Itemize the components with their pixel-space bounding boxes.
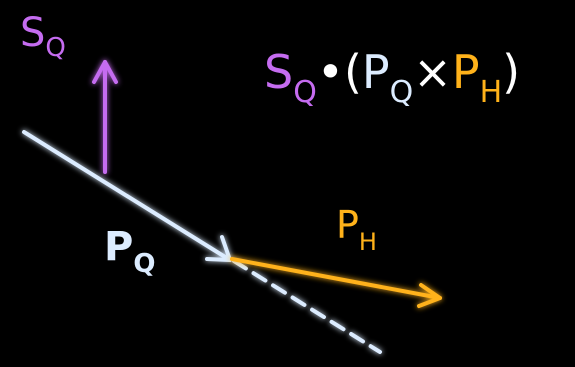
- formula-quark-momentum: P: [362, 45, 390, 99]
- formula-quark-momentum-sub: Q: [390, 75, 414, 110]
- formula-open-paren: (: [344, 45, 362, 99]
- spin-label: SQ: [20, 10, 66, 63]
- triple-product-formula: SQ•(PQ×PH): [264, 45, 520, 110]
- formula-spin: S: [264, 45, 293, 99]
- formula-hadron-momentum-sub: H: [480, 75, 503, 110]
- spin-vector-arrow: [92, 60, 118, 174]
- formula-cross: ×: [413, 45, 452, 99]
- hadron-momentum-arrow: [230, 257, 442, 308]
- quark-momentum-arrow: [22, 130, 232, 262]
- quark-momentum-label: PQ: [104, 224, 155, 279]
- hadron-momentum-label: PH: [336, 203, 377, 256]
- quark-momentum-extension-dashed: [232, 259, 382, 354]
- formula-close-paren: ): [502, 45, 520, 99]
- formula-spin-sub: Q: [293, 75, 317, 110]
- formula-hadron-momentum: P: [452, 45, 480, 99]
- formula-dot: •: [317, 45, 344, 99]
